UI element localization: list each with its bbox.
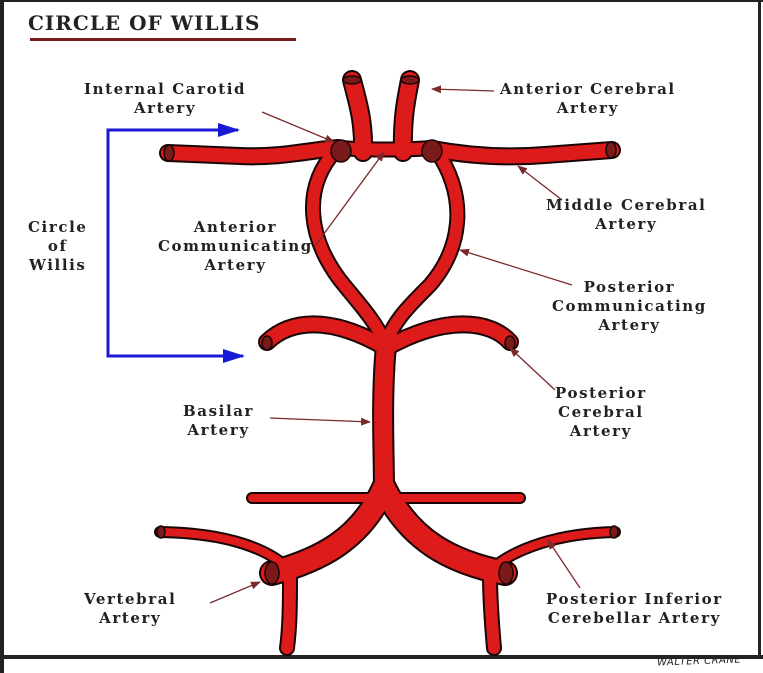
label-anterior-cerebral-artery: Anterior Cerebral Artery: [500, 80, 676, 118]
label-middle-cerebral-artery: Middle Cerebral Artery: [546, 196, 706, 234]
pointer-internal-carotid: [262, 112, 334, 142]
posterior-cerebral-right-end: [505, 336, 515, 350]
label-posterior-communicating-artery: Posterior Communicating Artery: [552, 278, 707, 335]
middle-cerebral-right-end: [606, 142, 616, 158]
vertebral-right-stump: [499, 562, 513, 584]
pointer-vertebral: [210, 582, 260, 603]
middle-cerebral-left-end: [164, 145, 174, 161]
label-posterior-inferior-cerebellar-artery: Posterior Inferior Cerebellar Artery: [546, 590, 723, 628]
label-circle-of-willis: Circle of Willis: [28, 218, 88, 275]
label-internal-carotid-artery: Internal Carotid Artery: [84, 80, 246, 118]
pointer-basilar: [270, 418, 370, 422]
label-anterior-communicating-artery: Anterior Communicating Artery: [158, 218, 313, 275]
internal-carotid-right-cut: [422, 140, 442, 162]
pica-right-end: [610, 526, 618, 538]
anterior-cerebral-right-end: [401, 76, 419, 84]
pointer-middle-cerebral: [518, 166, 562, 200]
anterior-cerebral-left-end: [343, 76, 361, 84]
pica-left-end: [157, 526, 165, 538]
pointer-posterior-inferior-cerebellar: [548, 540, 580, 588]
pointer-posterior-cerebral: [510, 348, 555, 390]
pointer-anterior-cerebral: [432, 89, 494, 91]
vertebral-left-stump: [265, 562, 279, 584]
label-posterior-cerebral-artery: Posterior Cerebral Artery: [555, 384, 647, 441]
posterior-cerebral-left-end: [262, 336, 272, 350]
label-basilar-artery: Basilar Artery: [183, 402, 254, 440]
internal-carotid-left-cut: [331, 140, 351, 162]
label-vertebral-artery: Vertebral Artery: [84, 590, 176, 628]
